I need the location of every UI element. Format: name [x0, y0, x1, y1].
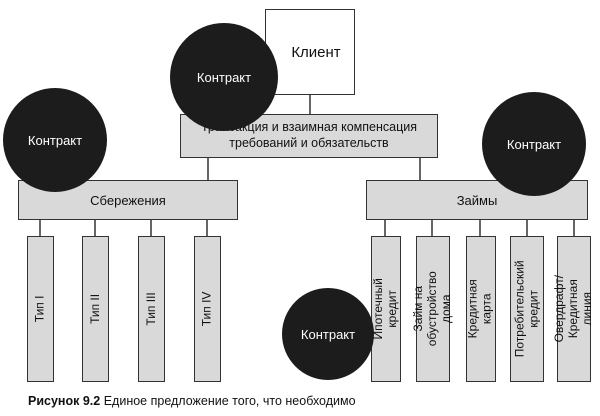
transaction-box: Трансакция и взаимная компенсация требов…: [180, 114, 438, 158]
contract-bottom-label: Контракт: [300, 326, 356, 342]
savings-type-3-label: Тип III: [143, 292, 158, 326]
contract-circle-bottom: Контракт: [282, 288, 374, 380]
figure-caption: Рисунок 9.2 Единое предложение того, что…: [28, 394, 356, 408]
contract-left-label: Контракт: [27, 132, 83, 148]
loan-item-mortgage-label: Ипотечный кредит: [371, 278, 400, 340]
contract-right-label: Контракт: [506, 136, 562, 152]
contract-top-label: Контракт: [196, 69, 252, 85]
loan-item-credit-card: Кредитная карта: [466, 236, 496, 382]
client-label: Клиент: [291, 43, 341, 61]
caption-number: Рисунок 9.2: [28, 394, 101, 408]
client-box: Клиент: [265, 9, 355, 95]
savings-type-2: Тип II: [82, 236, 109, 382]
loan-item-mortgage: Ипотечный кредит: [371, 236, 401, 382]
loan-item-home-improvement: Займ на обустройство дома: [411, 236, 453, 382]
savings-type-4-label: Тип IV: [199, 291, 214, 327]
savings-label: Сбережения: [90, 192, 166, 208]
contract-circle-right: Контракт: [482, 92, 586, 196]
loan-item-home-improvement-label: Займ на обустройство дома: [411, 271, 453, 347]
loan-item-consumer-credit-label: Потребительский кредит: [512, 260, 540, 358]
loan-item-overdraft-label: Овердрафт/ Кредитная линия: [552, 275, 594, 343]
loan-item-overdraft: Овердрафт/ Кредитная линия: [552, 236, 594, 382]
loan-item-credit-card-label: Кредитная карта: [466, 279, 495, 339]
savings-type-3: Тип III: [138, 236, 165, 382]
contract-circle-left: Контракт: [3, 88, 107, 192]
savings-type-2-label: Тип II: [87, 293, 102, 324]
loan-item-consumer-credit: Потребительский кредит: [510, 236, 544, 382]
savings-type-4: Тип IV: [194, 236, 221, 382]
caption-text: Единое предложение того, что необходимо: [103, 394, 356, 408]
loans-label: Займы: [456, 192, 498, 208]
savings-type-1-label: Тип I: [32, 295, 47, 323]
contract-circle-top: Контракт: [170, 23, 278, 131]
savings-type-1: Тип I: [27, 236, 54, 382]
